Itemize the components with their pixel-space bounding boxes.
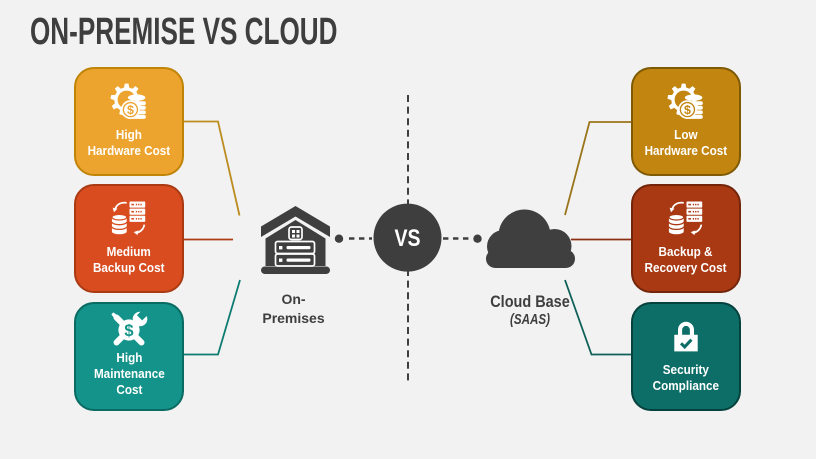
svg-text:VS: VS — [395, 225, 421, 252]
